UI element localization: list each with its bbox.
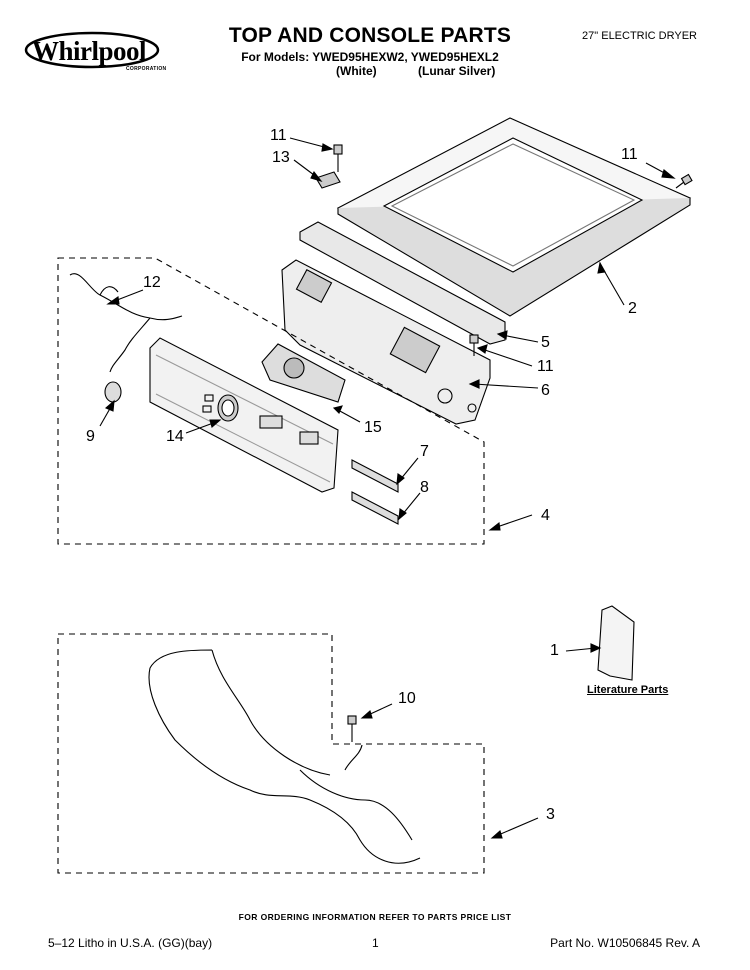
control-board-15-drawing <box>261 343 346 403</box>
leader-11-frame <box>481 348 533 367</box>
leader-5 <box>501 334 539 343</box>
whirlpool-logo: Whirlpool CORPORATION <box>22 28 172 78</box>
console-frame-6-drawing <box>281 259 491 425</box>
callout-2: 2 <box>628 300 637 317</box>
color-white-label: (White) <box>336 64 377 78</box>
part-number: Part No. W10506845 Rev. A <box>550 936 700 950</box>
knob-9-drawing <box>104 381 122 403</box>
ordering-info: FOR ORDERING INFORMATION REFER TO PARTS … <box>238 912 512 922</box>
literature-1-drawing <box>597 605 635 681</box>
callout-7: 7 <box>420 443 429 460</box>
models-line: For Models: YWED95HEXW2, YWED95HEXL2 <box>241 50 499 64</box>
color-silver-label: (Lunar Silver) <box>418 64 496 78</box>
harness-3-drawing <box>148 649 421 864</box>
leader-4 <box>493 514 533 529</box>
callout-12: 12 <box>143 274 161 291</box>
leader-15 <box>337 409 361 423</box>
callout-15: 15 <box>364 419 382 436</box>
page-title: TOP AND CONSOLE PARTS <box>228 24 512 47</box>
product-label: 27" ELECTRIC DRYER <box>582 30 697 42</box>
ribbon-cable-7-drawing <box>351 459 399 493</box>
harness-assembly-boundary-3 <box>57 633 485 874</box>
page-number: 1 <box>372 936 379 950</box>
leader-3 <box>495 817 539 837</box>
callout-6: 6 <box>541 382 550 399</box>
callout-1: 1 <box>550 642 559 659</box>
leader-7 <box>399 457 419 481</box>
leader-2 <box>601 266 625 306</box>
callout-11-top: 11 <box>270 127 287 144</box>
clip-13-drawing <box>315 171 341 189</box>
logo-swoosh-icon <box>24 31 160 69</box>
leader-11-top <box>289 137 329 149</box>
screw-11-top <box>333 144 343 172</box>
screw-11-right <box>675 173 693 189</box>
logo-wordmark: Whirlpool <box>32 36 147 66</box>
harness-12-drawing <box>69 273 183 373</box>
callout-13: 13 <box>272 149 290 166</box>
logo-corporation: CORPORATION <box>126 66 167 72</box>
leader-6 <box>473 383 539 389</box>
callout-5: 5 <box>541 334 550 351</box>
top-panel-drawing <box>336 117 692 317</box>
callout-11-right: 11 <box>621 146 638 163</box>
bracket-5-drawing <box>299 221 506 345</box>
screw-10-drawing <box>347 715 357 742</box>
literature-parts-label: Literature Parts <box>587 684 669 696</box>
ribbon-cable-8-drawing <box>351 491 399 525</box>
callout-14: 14 <box>166 428 184 445</box>
callout-3: 3 <box>546 806 555 823</box>
console-14-drawing <box>149 337 339 493</box>
callout-9: 9 <box>86 428 95 445</box>
callout-8: 8 <box>420 479 429 496</box>
leader-8 <box>401 492 421 516</box>
screw-11-frame <box>469 334 479 356</box>
callout-4: 4 <box>541 507 550 524</box>
litho-info: 5–12 Litho in U.S.A. (GG)(bay) <box>48 936 213 950</box>
callout-11-frame: 11 <box>537 358 554 375</box>
callout-10: 10 <box>398 690 416 707</box>
console-assembly-boundary-4 <box>57 257 485 545</box>
